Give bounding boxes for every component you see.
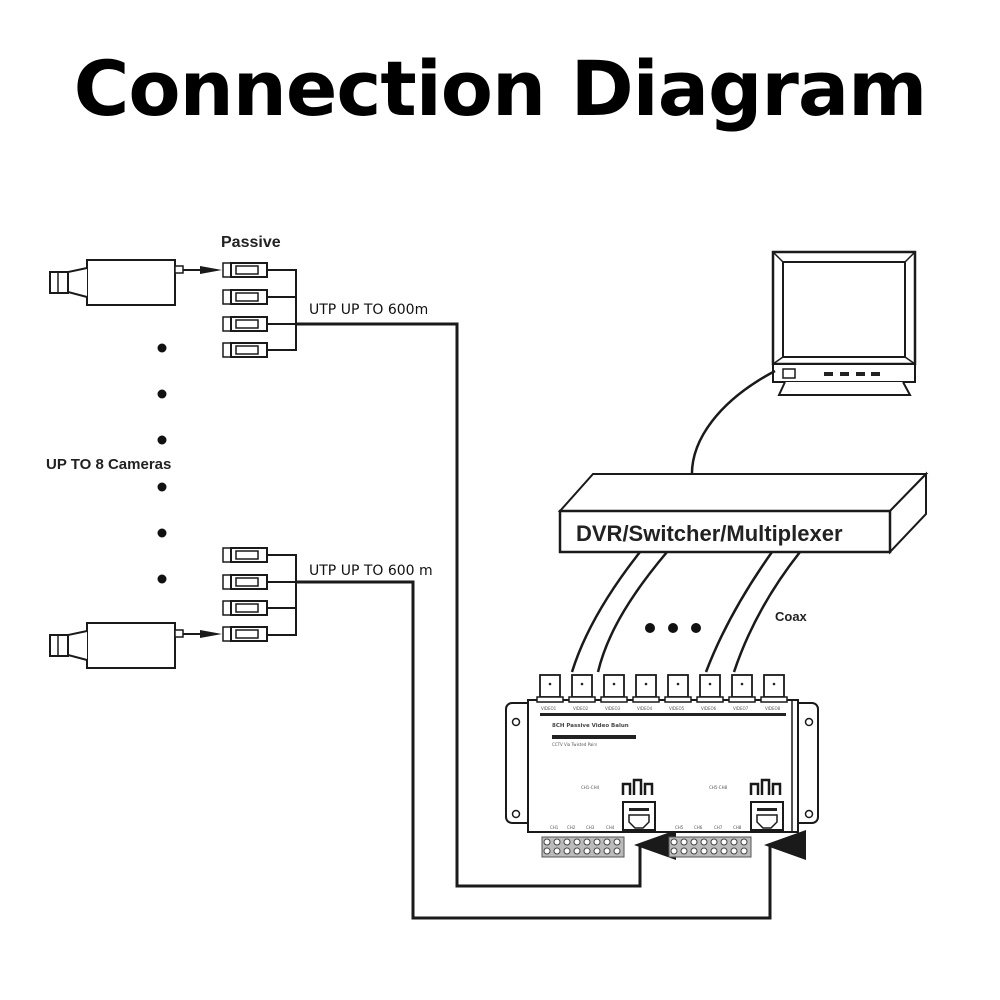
cameras-label: UP TO 8 Cameras [46, 456, 171, 473]
terminal-screw [730, 838, 738, 846]
svg-text:CH5: CH5 [675, 825, 684, 830]
terminal-screw [573, 847, 581, 855]
terminal-screw [603, 847, 611, 855]
terminal-block-right [668, 836, 752, 858]
monitor [771, 250, 917, 396]
hub-name: 8CH Passive Video Balun [552, 723, 629, 729]
balun [222, 547, 268, 563]
port-label: VIDEO4 [637, 706, 653, 711]
coax-cables [570, 551, 801, 673]
terminal-screw [553, 847, 561, 855]
terminal-screw [553, 838, 561, 846]
svg-text:CH1: CH1 [550, 825, 559, 830]
terminal-screw [690, 838, 698, 846]
terminal-screw [670, 838, 678, 846]
terminal-block-left [541, 836, 625, 858]
svg-text:CH3: CH3 [586, 825, 595, 830]
coax-label: Coax [775, 609, 808, 624]
utp-label-top: UTP UP TO 600m [309, 302, 428, 318]
page-title: Connection Diagram [73, 44, 928, 133]
dvr-box: DVR/Switcher/Multiplexer [557, 471, 929, 555]
terminal-screw [680, 838, 688, 846]
terminal-screw [543, 847, 551, 855]
balun-group-top [222, 262, 297, 358]
balun [222, 316, 268, 332]
bnc-port [568, 674, 596, 703]
balun [222, 574, 268, 590]
bnc-port [632, 674, 660, 703]
terminal-screw [740, 838, 748, 846]
terminal-screw [593, 847, 601, 855]
bnc-port [760, 674, 788, 703]
svg-text:CH4: CH4 [606, 825, 615, 830]
ellipsis-dots-vertical [157, 343, 167, 584]
terminal-screw [573, 838, 581, 846]
terminal-screw [670, 847, 678, 855]
terminal-screw [593, 838, 601, 846]
dvr-label: DVR/Switcher/Multiplexer [576, 521, 843, 546]
terminal-screw [613, 838, 621, 846]
utp-cable-top [296, 322, 676, 888]
terminal-screw [730, 847, 738, 855]
hub-stripe [552, 735, 636, 739]
svg-text:CH7: CH7 [714, 825, 723, 830]
terminal-screw [740, 847, 748, 855]
terminal-screw [700, 847, 708, 855]
svg-text:CH2: CH2 [567, 825, 576, 830]
bnc-port [728, 674, 756, 703]
camera-bottom [49, 622, 222, 669]
port-label: VIDEO1 [541, 706, 557, 711]
port-label: VIDEO2 [573, 706, 589, 711]
terminal-screw [680, 847, 688, 855]
ellipsis-dots-horizontal [645, 623, 701, 633]
port-label: VIDEO7 [733, 706, 749, 711]
rj45-port-left: CH1-CH4 [581, 778, 656, 831]
svg-text:CH6: CH6 [694, 825, 703, 830]
terminal-screw [690, 847, 698, 855]
utp-cable-bottom [296, 580, 806, 920]
balun [222, 626, 268, 642]
port-label: VIDEO3 [605, 706, 621, 711]
terminal-screw [543, 838, 551, 846]
rj45-port-right: CH5-CH8 [709, 778, 784, 831]
svg-text:CH5-CH8: CH5-CH8 [709, 785, 728, 790]
terminal-screw [720, 847, 728, 855]
terminal-screw [583, 838, 591, 846]
video-balun-hub: VIDEO1 VIDEO2 VIDEO3 VIDEO4 VIDEO5 VIDEO… [505, 674, 819, 858]
balun [222, 600, 268, 616]
monitor-cable [690, 369, 776, 479]
terminal-screw [563, 847, 571, 855]
hub-subtitle: CCTV Via Twisted Pairs [552, 742, 597, 747]
bnc-port [600, 674, 628, 703]
terminal-screw [563, 838, 571, 846]
port-label: VIDEO8 [765, 706, 781, 711]
camera-top [49, 259, 222, 306]
terminal-screw [710, 838, 718, 846]
svg-text:CH1-CH4: CH1-CH4 [581, 785, 600, 790]
utp-label-bottom: UTP UP TO 600 m [309, 563, 433, 579]
terminal-screw [583, 847, 591, 855]
terminal-screw [603, 838, 611, 846]
terminal-screw [700, 838, 708, 846]
terminal-screw [613, 847, 621, 855]
passive-label: Passive [221, 234, 281, 251]
port-label: VIDEO6 [701, 706, 717, 711]
balun [222, 289, 268, 305]
terminal-screw [720, 838, 728, 846]
balun-group-bottom [222, 547, 297, 642]
bnc-port [696, 674, 724, 703]
svg-text:CH8: CH8 [733, 825, 742, 830]
balun [222, 262, 268, 278]
port-label: VIDEO5 [669, 706, 685, 711]
terminal-screw [710, 847, 718, 855]
balun [222, 342, 268, 358]
bnc-port [664, 674, 692, 703]
bnc-port [536, 674, 564, 703]
